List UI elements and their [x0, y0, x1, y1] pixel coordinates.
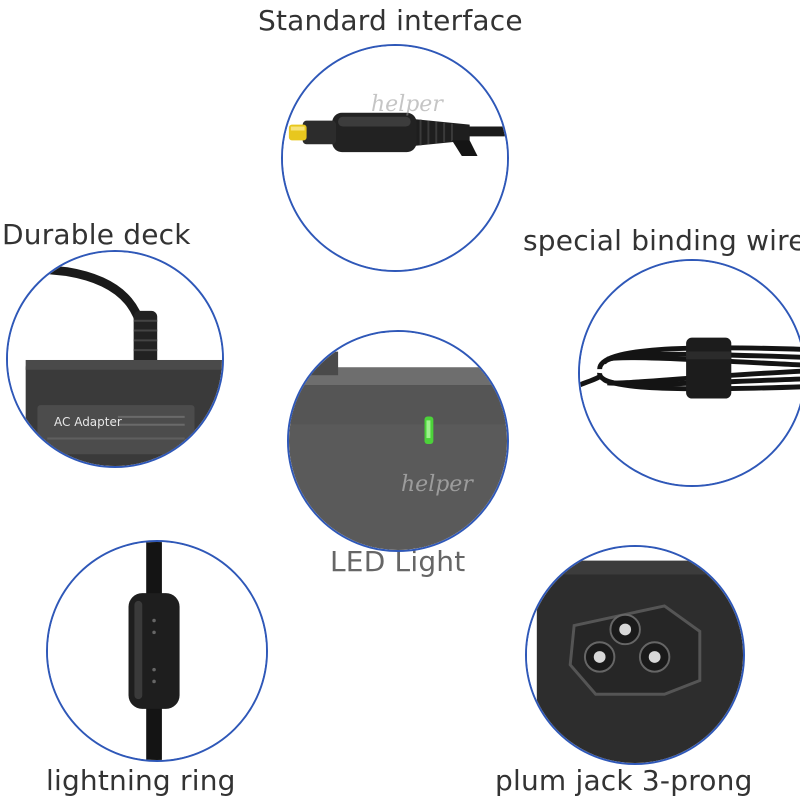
standard-interface-photo: helper [281, 44, 509, 272]
watermark-text: helper [401, 472, 473, 497]
led-indicator-image [289, 332, 507, 550]
ac-adapter-label: AC Adapter [54, 415, 122, 429]
label-durable-deck: Durable deck [2, 218, 191, 251]
label-standard-interface: Standard interface [258, 4, 523, 37]
label-special-binding-wire: special binding wire [523, 224, 800, 257]
label-lightning-ring: lightning ring [46, 764, 236, 797]
led-light-photo: helper [287, 330, 509, 552]
dc-plug-image [283, 46, 507, 270]
bound-cable-image [580, 261, 800, 485]
adapter-brick-image [8, 252, 222, 466]
lightning-ring-photo [46, 540, 268, 762]
special-binding-wire-photo [578, 259, 800, 487]
c5-socket-image [527, 547, 743, 763]
plum-jack-photo [525, 545, 745, 765]
durable-deck-photo: AC Adapter [6, 250, 224, 468]
label-plum-jack: plum jack 3-prong [495, 764, 753, 797]
watermark-text: helper [371, 92, 443, 117]
ferrite-ring-image [48, 542, 266, 760]
